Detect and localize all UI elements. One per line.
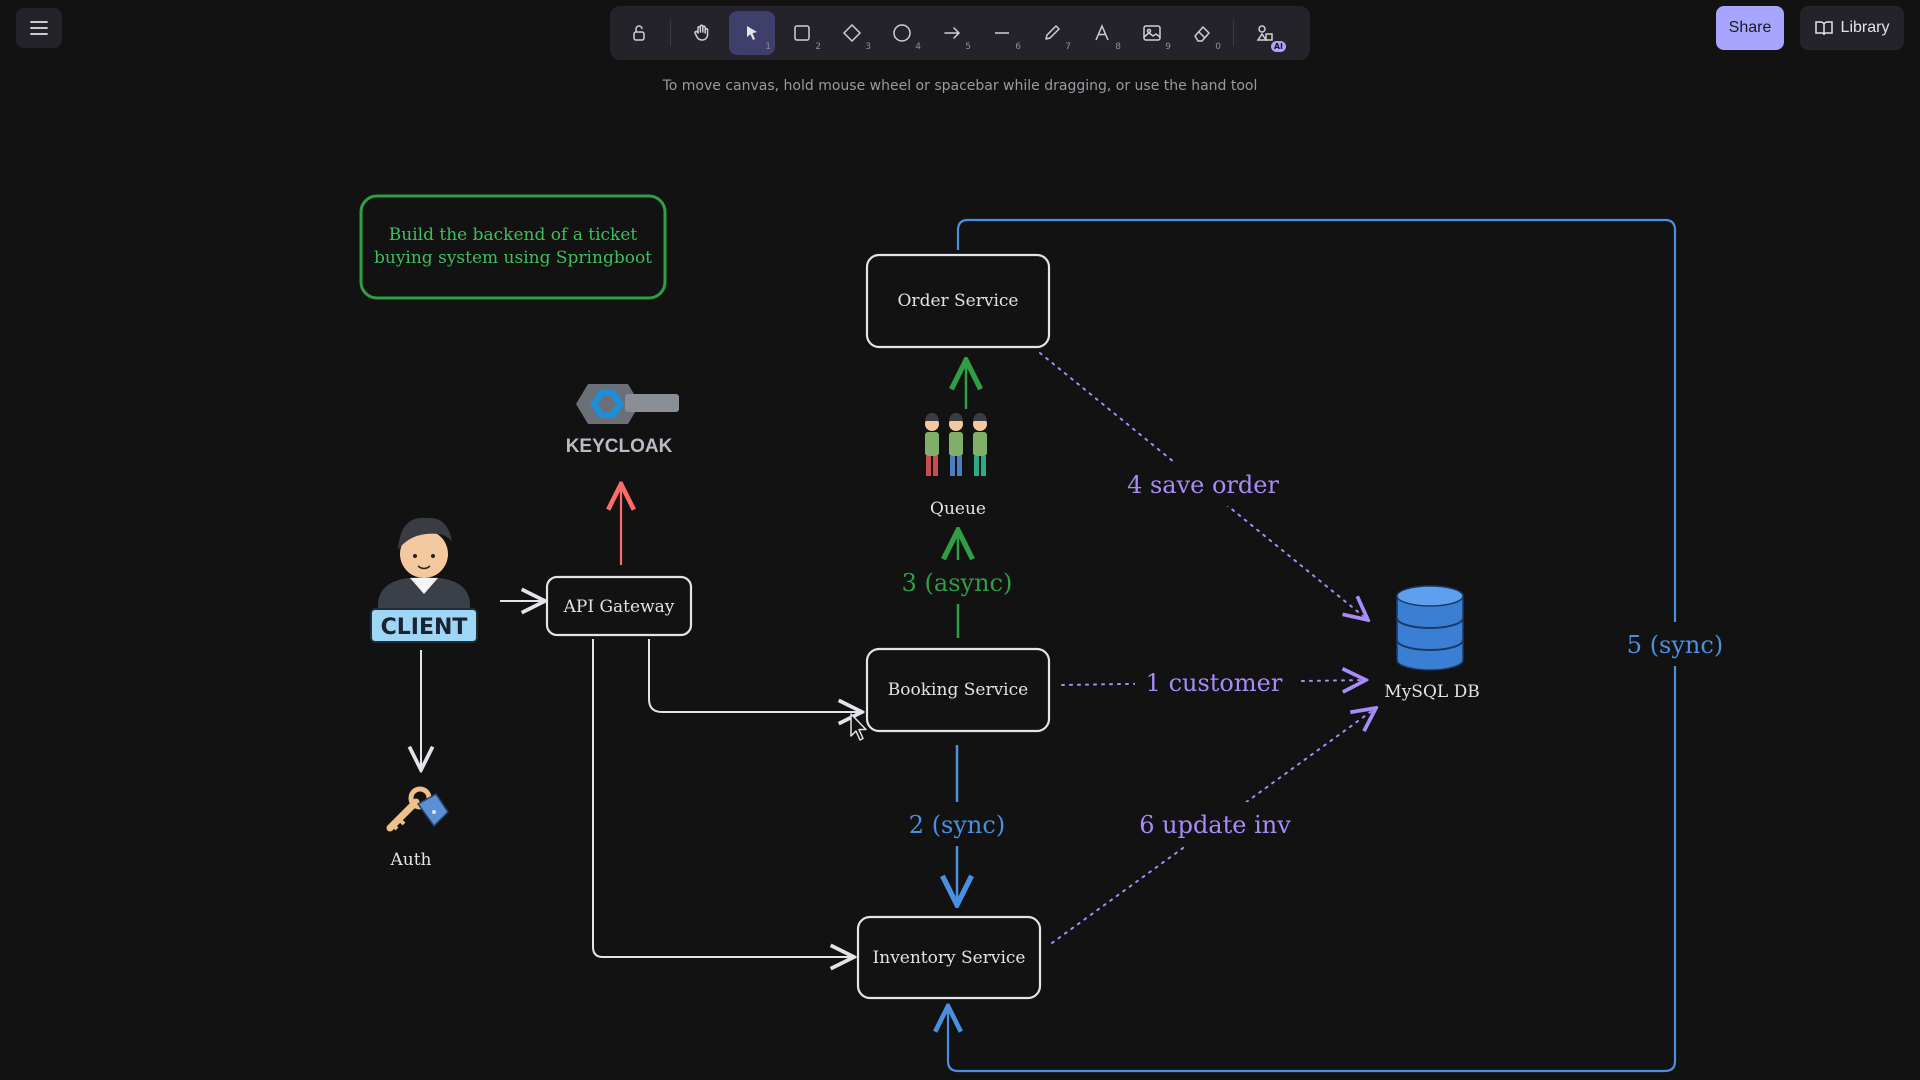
tool-text[interactable]: 8 (1079, 11, 1125, 55)
order-to-db-save-arrow (1039, 352, 1368, 620)
database-icon (1396, 585, 1464, 671)
main-menu-button[interactable] (16, 8, 62, 48)
library-button[interactable]: Library (1800, 6, 1904, 50)
mouse-cursor-icon (850, 713, 867, 741)
tool-hand[interactable] (679, 11, 725, 55)
hand-icon (694, 24, 709, 41)
tool-key: 6 (1015, 42, 1021, 52)
canvas-hint: To move canvas, hold mouse wheel or spac… (662, 78, 1258, 94)
client-avatar: CLIENT (370, 517, 478, 643)
toolbar: 1 2 3 4 5 6 7 (610, 6, 1310, 60)
label-sync5: 5 (sync) (1627, 631, 1723, 659)
tool-key: 8 (1115, 42, 1121, 52)
tool-image[interactable]: 9 (1129, 11, 1175, 55)
tool-more-shapes[interactable]: AI (1242, 11, 1288, 55)
tool-key: 1 (765, 42, 771, 52)
queue-people-icon (925, 413, 987, 476)
line-icon (995, 32, 1009, 34)
note-box[interactable] (359, 194, 667, 300)
tool-key: 4 (915, 42, 921, 52)
book-icon (1814, 21, 1833, 36)
gateway-to-inventory-arrow (592, 639, 854, 957)
pointer-icon (747, 26, 757, 40)
keys-icon (386, 786, 449, 832)
client-label: CLIENT (381, 615, 468, 640)
booking-service-box[interactable] (865, 647, 1051, 733)
label-update-inv: 6 update inv (1139, 811, 1291, 839)
inventory-service-box[interactable] (856, 915, 1042, 1000)
booking-service-label: Booking Service (888, 680, 1028, 700)
tool-diamond[interactable]: 3 (829, 11, 875, 55)
label-async: 3 (async) (902, 569, 1013, 597)
keycloak-text: KEYCLOAK (566, 436, 673, 457)
toolbar-separator (670, 20, 671, 46)
label-customer: 1 customer (1146, 669, 1283, 697)
rectangle-icon (794, 25, 810, 41)
auth-label: Auth (389, 850, 431, 870)
tool-draw[interactable]: 7 (1029, 11, 1075, 55)
db-label: MySQL DB (1384, 682, 1479, 702)
ai-badge: AI (1270, 41, 1286, 52)
tool-eraser[interactable]: 0 (1179, 11, 1225, 55)
note-text-line2: buying system using Springboot (374, 248, 652, 268)
toolbar-separator (1233, 20, 1234, 46)
queue-label: Queue (930, 499, 986, 519)
api-gateway-label: API Gateway (563, 597, 675, 617)
gateway-to-booking-arrow (648, 639, 862, 712)
order-service-label: Order Service (898, 291, 1019, 311)
tool-key: 7 (1065, 42, 1071, 52)
shapes-icon (1256, 25, 1273, 41)
arrow-icon (944, 27, 961, 39)
tool-key: 3 (865, 42, 871, 52)
library-label: Library (1840, 19, 1890, 36)
tool-ellipse[interactable]: 4 (879, 11, 925, 55)
order-service-box[interactable] (865, 253, 1051, 349)
text-icon (1095, 24, 1109, 41)
keycloak-logo: KEYCLOAK (566, 384, 679, 457)
ellipse-icon (893, 24, 911, 42)
tool-lock[interactable] (616, 11, 662, 55)
pencil-icon (1045, 25, 1060, 40)
hamburger-icon (30, 21, 48, 35)
tool-key: 5 (965, 42, 971, 52)
inventory-service-label: Inventory Service (873, 948, 1026, 968)
tool-line[interactable]: 6 (979, 11, 1025, 55)
tool-arrow[interactable]: 5 (929, 11, 975, 55)
tool-key: 0 (1215, 42, 1221, 52)
diamond-icon (842, 23, 862, 43)
tool-key: 9 (1165, 42, 1171, 52)
share-button[interactable]: Share (1716, 6, 1784, 50)
order-to-inventory-sync-loop (948, 218, 1677, 1073)
tool-rectangle[interactable]: 2 (779, 11, 825, 55)
label-save-order: 4 save order (1127, 471, 1279, 499)
lock-icon (633, 25, 645, 41)
tool-selection[interactable]: 1 (729, 11, 775, 55)
eraser-icon (1194, 26, 1210, 42)
tool-key: 2 (815, 42, 821, 52)
label-sync2: 2 (sync) (909, 811, 1005, 839)
image-icon (1143, 25, 1161, 41)
note-text-line1: Build the backend of a ticket (389, 225, 638, 245)
